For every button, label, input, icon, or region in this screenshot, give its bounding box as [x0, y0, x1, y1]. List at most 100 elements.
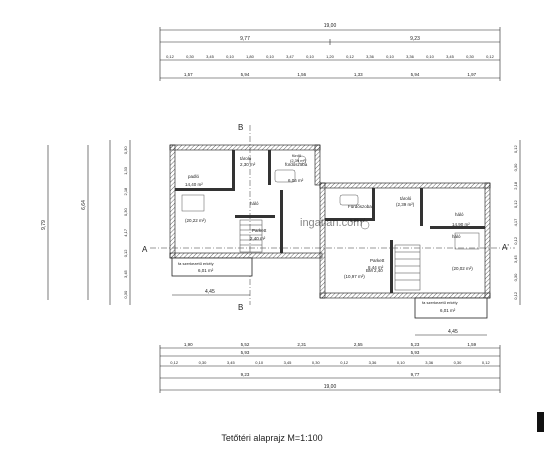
room-area: 5,06 m²	[350, 218, 366, 223]
dimension-value: 0,30	[513, 163, 518, 172]
dimension-value: 5,94	[241, 72, 250, 77]
dimension-value: 3,45	[284, 360, 293, 365]
top-total-dim: 19,00	[324, 23, 337, 29]
dimension-value: 0,10	[397, 360, 406, 365]
dimension-value: 0,30	[312, 360, 321, 365]
dimension-value: 0,30	[454, 360, 463, 365]
left-inner-dims: 0,30 1,33 2,18 0,30 4,17 0,12 3,45 0,30	[123, 146, 128, 299]
dimension-value: 1,20	[326, 54, 335, 59]
dimension-value: 3,36	[366, 54, 375, 59]
dimension-value: 0,12	[513, 145, 518, 154]
dimension-value: 0,12	[170, 360, 179, 365]
dimension-value: 0,30	[123, 208, 128, 217]
dimension-value: 1,56	[297, 72, 306, 77]
room-name: fürdőszoba	[285, 162, 308, 167]
bottom-short-dims	[172, 294, 487, 336]
dimension-value: 0,12	[166, 54, 175, 59]
dimension-value: 0,30	[186, 54, 195, 59]
dimension-value: 0,12	[123, 249, 128, 258]
dimension-value: 0,10	[255, 360, 264, 365]
dimension-value: 0,30	[466, 54, 475, 59]
room-area: 8,44 m²	[368, 265, 384, 270]
left-mid-dim: 6,64	[81, 200, 87, 210]
section-b-top: B	[238, 123, 243, 132]
section-b-bottom: B	[238, 303, 243, 312]
room-name: padló	[188, 174, 200, 179]
room-area: (20,22 m²)	[185, 218, 206, 223]
stairs-right	[394, 244, 421, 291]
room-name: Parkett	[252, 228, 267, 233]
room-name: tároló	[240, 156, 252, 161]
room-name: Fürdőszoba	[348, 204, 372, 209]
watermark: ingatlan.com	[300, 217, 362, 229]
dimension-value: 0,10	[306, 54, 315, 59]
room-name: Parkett	[370, 258, 385, 263]
room-name: háló	[455, 212, 464, 217]
top-dimension-lines	[159, 27, 501, 81]
room-labels: padló 14,40 m² tároló 2,30 m² fürdőszoba…	[185, 153, 473, 279]
dimension-value: 3,45	[227, 360, 236, 365]
dimension-value: 3,45	[513, 255, 518, 264]
balcony-right-area: 6,01 m²	[440, 308, 456, 313]
dimension-value: 5,93	[241, 350, 250, 355]
bottom-dim-row2: 5,93 5,93	[241, 350, 420, 355]
dimension-value: 1,97	[467, 72, 476, 77]
dimension-value: 3,45	[206, 54, 215, 59]
dimension-value: 0,30	[123, 146, 128, 155]
room-area: (2,39 m²)	[396, 202, 415, 207]
dimension-value: 3,45	[446, 54, 455, 59]
dimension-value: 1,33	[354, 72, 363, 77]
room-area: 2,30 m²	[240, 162, 256, 167]
room-area: (10,97 m²)	[344, 274, 365, 279]
stairs-left	[239, 219, 263, 253]
dimension-value: 3,36	[425, 360, 434, 365]
top-dim-right: 9,23	[410, 36, 420, 42]
room-area: 6,06 m²	[288, 178, 304, 183]
walls	[169, 144, 491, 299]
dimension-value: 3,45	[123, 269, 128, 278]
balcony-right-label: fa szerkezetű erkély	[422, 300, 458, 305]
dimension-value: 4,17	[513, 218, 518, 227]
bottom-dimension-lines	[159, 345, 501, 393]
dimension-value: 1,80	[246, 54, 255, 59]
dimension-value: 3,36	[406, 54, 415, 59]
section-a-right: A'	[502, 243, 509, 252]
dimension-value: 1,90	[184, 342, 193, 347]
dimension-value: 5,93	[411, 350, 420, 355]
room-area: 14,40 m²	[185, 182, 203, 187]
dimension-value: 1,33	[123, 166, 128, 175]
left-dimension-lines	[47, 140, 131, 305]
dimension-value: 0,12	[482, 360, 491, 365]
dimension-value: 0,10	[266, 54, 275, 59]
room-area: 14,90 m²	[452, 222, 470, 227]
dimension-value: 9,23	[241, 372, 250, 377]
bottom-dim-row4: 9,23 9,77	[241, 372, 420, 377]
bottom-left-dim: 4,45	[205, 289, 215, 295]
dimension-value: 9,77	[411, 372, 420, 377]
dimension-value: 0,12	[340, 360, 349, 365]
dimension-value: 0,12	[513, 291, 518, 300]
dimension-value: 0,10	[226, 54, 235, 59]
dimension-value: 0,30	[123, 290, 128, 299]
dimension-value: 0,12	[346, 54, 355, 59]
dimension-value: 2,18	[513, 181, 518, 190]
top-dim-left: 9,77	[240, 36, 250, 42]
dimension-value: 0,10	[426, 54, 435, 59]
room-name: tároló	[400, 196, 412, 201]
bottom-right-dim: 4,45	[448, 329, 458, 335]
corner-mark	[537, 412, 544, 432]
right-dims: 0,120,302,180,124,170,123,450,300,12	[513, 145, 518, 300]
dimension-value: 0,30	[199, 360, 208, 365]
room-name: BM 2,40	[366, 268, 383, 273]
dimension-value: 2,18	[123, 187, 128, 196]
room-area: (20,02 m²)	[452, 266, 473, 271]
room-area: (2,39 m²)	[290, 158, 307, 163]
dimension-value: 0,12	[486, 54, 495, 59]
dimension-value: 5,52	[241, 342, 250, 347]
dimension-value: 4,17	[123, 228, 128, 237]
